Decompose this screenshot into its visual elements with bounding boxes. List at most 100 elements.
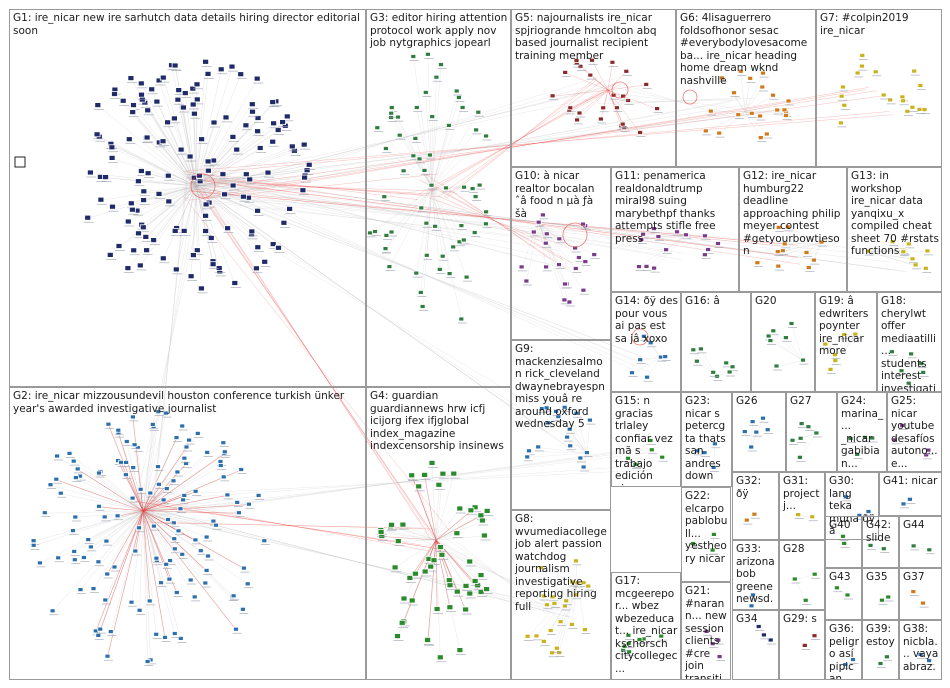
g1-vertex bbox=[129, 109, 137, 115]
g14-vertex bbox=[637, 357, 644, 363]
g2-vertex bbox=[202, 580, 209, 586]
g12-vertex bbox=[818, 239, 825, 245]
g4-vertex bbox=[446, 604, 454, 611]
g2-vertex bbox=[192, 537, 199, 543]
g3-vertex bbox=[483, 209, 490, 215]
g2-vertex bbox=[181, 455, 188, 461]
g11-vertex bbox=[643, 263, 650, 269]
group-box-g33: G33: arizona bob greene newsd... bbox=[732, 540, 779, 610]
g20-vertex bbox=[765, 333, 772, 339]
g4-vertex bbox=[471, 578, 479, 584]
group-label-g3: G3: editor hiring attention protocol wor… bbox=[370, 12, 508, 49]
g1-vertex bbox=[128, 206, 136, 213]
g2-vertex bbox=[66, 450, 73, 456]
g1-vertex bbox=[189, 252, 197, 259]
g2-vertex bbox=[183, 444, 190, 450]
g37-vertex bbox=[920, 600, 926, 606]
group-label-g31: G31: projectj... bbox=[783, 475, 820, 512]
g12-vertex bbox=[811, 257, 817, 263]
g17-vertex bbox=[625, 641, 632, 646]
g20-vertex bbox=[783, 335, 789, 341]
g2-vertex bbox=[55, 555, 62, 561]
g2-vertex bbox=[104, 571, 111, 577]
g2-vertex bbox=[129, 495, 136, 501]
g31-vertex bbox=[795, 512, 802, 517]
g7-vertex bbox=[887, 97, 894, 103]
g2-vertex bbox=[136, 525, 142, 531]
g2-vertex bbox=[239, 606, 246, 612]
g6-vertex bbox=[785, 98, 792, 104]
g4-vertex bbox=[480, 532, 488, 539]
g6-vertex bbox=[774, 107, 781, 113]
g1-vertex bbox=[269, 138, 277, 145]
g7-vertex bbox=[854, 70, 861, 76]
g2-vertex bbox=[77, 587, 84, 592]
g10-vertex bbox=[543, 231, 550, 237]
g2-vertex bbox=[71, 549, 78, 554]
group-box-g37: G37 bbox=[899, 568, 942, 620]
g8-vertex bbox=[540, 593, 547, 599]
g2-vertex bbox=[85, 537, 92, 542]
g1-vertex bbox=[204, 158, 212, 165]
g1-vertex bbox=[142, 233, 150, 240]
g1-vertex bbox=[246, 176, 254, 183]
group-label-g4: G4: guardian guardiannews hrw icfj icijo… bbox=[370, 390, 504, 452]
g2-vertex bbox=[30, 538, 37, 544]
g7-vertex bbox=[909, 104, 916, 110]
g1-vertex bbox=[254, 207, 262, 214]
g2-vertex bbox=[107, 629, 114, 634]
g3-vertex bbox=[459, 105, 466, 110]
g15-vertex bbox=[625, 455, 631, 461]
g34-vertex bbox=[767, 637, 774, 643]
g6-vertex bbox=[760, 70, 766, 76]
g8-vertex bbox=[557, 619, 564, 625]
g10-vertex bbox=[523, 278, 530, 284]
self-loop bbox=[631, 328, 649, 346]
g2-vertex bbox=[177, 636, 184, 641]
g1-vertex bbox=[134, 178, 142, 185]
g43-vertex bbox=[844, 592, 851, 598]
g3-vertex bbox=[460, 237, 467, 243]
group-box-g30: G30: lang teka muna ðÿ â bbox=[825, 472, 879, 540]
g34-vertex bbox=[761, 632, 767, 638]
g2-vertex bbox=[238, 467, 245, 472]
g8-vertex bbox=[554, 645, 560, 651]
g6-vertex bbox=[707, 108, 714, 114]
g7-vertex bbox=[921, 107, 928, 112]
g7-vertex bbox=[859, 63, 865, 69]
group-box-g11: G11: penamerica realdonaldtrump miral98 … bbox=[611, 167, 739, 292]
g1-vertex bbox=[108, 154, 116, 161]
g2-vertex bbox=[170, 478, 177, 484]
g2-vertex bbox=[97, 626, 104, 632]
g1-vertex bbox=[204, 167, 212, 174]
g8-vertex bbox=[538, 565, 544, 570]
group-box-g23: G23: nicar s petercgta thats san andres … bbox=[681, 392, 732, 487]
g20-vertex bbox=[770, 328, 777, 334]
g19-vertex bbox=[827, 366, 834, 372]
g1-vertex bbox=[130, 102, 137, 108]
g1-vertex bbox=[186, 153, 194, 160]
g41-vertex bbox=[900, 501, 907, 507]
g3-vertex bbox=[436, 266, 443, 272]
g3-vertex bbox=[443, 185, 449, 191]
g2-vertex bbox=[115, 427, 122, 433]
g4-vertex bbox=[391, 564, 399, 571]
g21-vertex bbox=[709, 641, 716, 647]
self-loop bbox=[682, 89, 698, 105]
group-label-g34: G34 bbox=[736, 613, 758, 625]
g4-vertex bbox=[466, 558, 474, 565]
g1-vertex bbox=[84, 214, 92, 221]
g4-vertex bbox=[424, 637, 432, 643]
g5-vertex bbox=[573, 58, 580, 63]
g3-vertex bbox=[463, 274, 470, 280]
g25-vertex bbox=[899, 422, 906, 428]
g15-vertex bbox=[659, 454, 666, 460]
group-box-g38: G38: nicbla... vaya abraz... bbox=[899, 620, 942, 680]
g40-vertex bbox=[841, 541, 848, 546]
group-label-g36: G36: peligro así pipican nicar... bbox=[829, 623, 859, 680]
g1-vertex bbox=[264, 169, 272, 176]
g26-vertex bbox=[749, 419, 756, 425]
g2-vertex bbox=[95, 633, 102, 638]
group-box-g24: G24: marina_... _nicar gabibian... bbox=[837, 392, 887, 472]
g25-vertex bbox=[923, 452, 930, 458]
